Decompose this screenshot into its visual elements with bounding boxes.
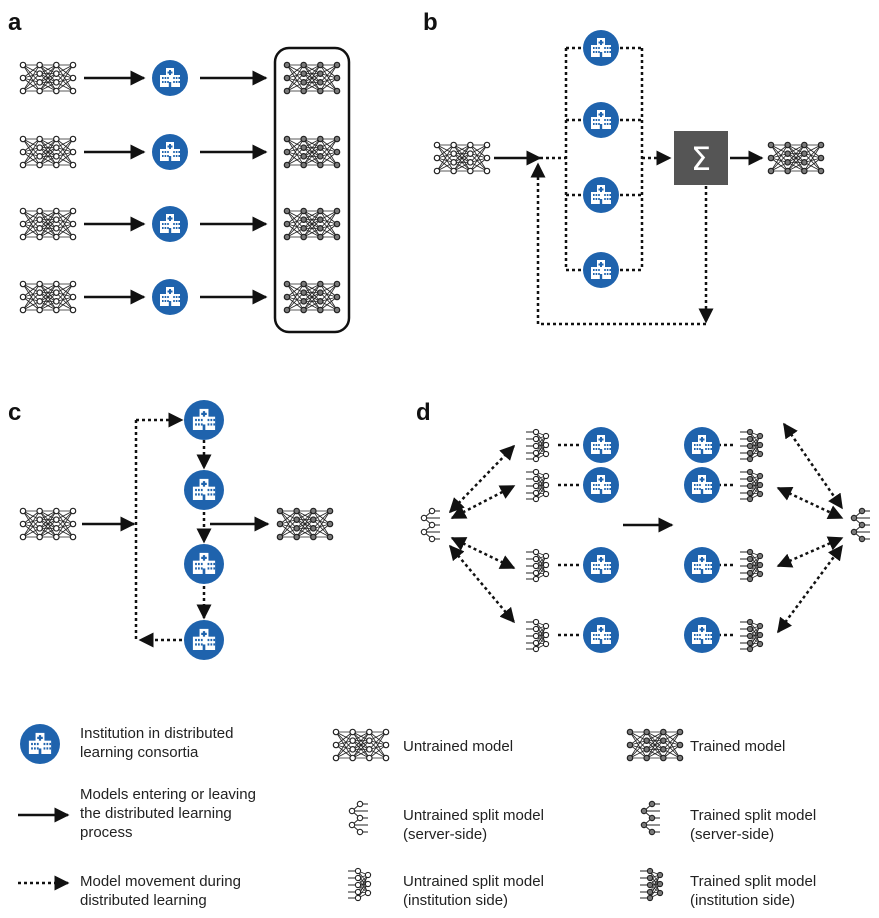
trained-split-institution-icon xyxy=(740,548,764,583)
untrained-model-icon xyxy=(19,507,77,541)
sum-symbol: Σ xyxy=(691,140,711,178)
legend-trained-split-institution-icon xyxy=(640,867,664,902)
hospital-icon xyxy=(684,617,720,653)
untrained-split-institution-icon xyxy=(526,618,550,653)
legend-text-line: Trained split model xyxy=(690,873,817,890)
legend-untrained-model-icon xyxy=(332,728,390,762)
trained-split-institution-icon xyxy=(740,428,764,463)
icons-layer xyxy=(19,30,870,902)
legend-text-line: the distributed learning xyxy=(80,805,232,822)
hospital-icon xyxy=(583,547,619,583)
trained-model-icon xyxy=(283,61,341,95)
untrained-split-institution-icon xyxy=(526,428,550,463)
dotted-arrow xyxy=(776,536,844,568)
hospital-icon xyxy=(684,427,720,463)
untrained-split-server-icon xyxy=(420,507,440,543)
legend-trained-split-inst-label: Trained split model (institution side) xyxy=(690,872,816,910)
legend-text-line: distributed learning xyxy=(80,892,207,909)
legend-text-line: process xyxy=(80,824,133,841)
panel-label-b: b xyxy=(423,9,438,36)
legend-text-line: learning consortia xyxy=(80,744,199,761)
hospital-icon xyxy=(184,544,224,584)
panel-label-a: a xyxy=(8,9,22,36)
legend-untrained-split-server-label: Untrained split model (server-side) xyxy=(403,806,544,844)
hospital-icon xyxy=(152,60,188,96)
legend-text-line: Untrained split model xyxy=(403,873,544,890)
hospital-icon xyxy=(583,427,619,463)
legend-dotted-arrow-label: Model movement during distributed learni… xyxy=(80,872,241,910)
legend-text-line: Untrained split model xyxy=(403,807,544,824)
trained-model-icon xyxy=(283,280,341,314)
trained-model-icon xyxy=(283,207,341,241)
hospital-icon xyxy=(583,467,619,503)
legend-graphics xyxy=(18,807,70,891)
dotted-arrow xyxy=(776,544,844,634)
trained-split-institution-icon xyxy=(740,468,764,503)
untrained-model-icon xyxy=(19,280,77,314)
legend-text-line: (institution side) xyxy=(403,892,509,909)
untrained-model-icon xyxy=(19,61,77,95)
panel-a xyxy=(84,46,351,334)
dotted-arrow xyxy=(782,422,844,510)
legend-trained-model-label: Trained model xyxy=(690,738,786,755)
hospital-icon xyxy=(583,177,619,213)
legend-trained-split-server-label: Trained split model (server-side) xyxy=(690,806,816,844)
untrained-model-icon xyxy=(433,141,491,175)
panel-label-d: d xyxy=(416,399,431,426)
dotted-arrow xyxy=(776,486,844,520)
trained-model-icon xyxy=(283,135,341,169)
trained-split-server-icon xyxy=(850,507,870,543)
legend-text-line: Institution in distributed xyxy=(80,725,234,742)
hospital-icon xyxy=(152,206,188,242)
untrained-split-institution-icon xyxy=(526,548,550,583)
legend-untrained-split-institution-icon xyxy=(348,867,372,902)
hospital-icon xyxy=(583,617,619,653)
sum-box xyxy=(674,131,728,185)
legend-text-line: Model movement during xyxy=(80,873,241,890)
dotted-arrow xyxy=(449,544,515,624)
legend-untrained-split-server-icon xyxy=(348,800,368,836)
untrained-model-icon xyxy=(19,207,77,241)
hospital-icon xyxy=(583,30,619,66)
dotted-arrow xyxy=(448,444,516,514)
trained-model-icon xyxy=(276,507,334,541)
hospital-icon xyxy=(583,102,619,138)
legend-untrained-model-label: Untrained model xyxy=(403,738,514,755)
legend-text-line: Models entering or leaving xyxy=(80,786,256,803)
legend-solid-arrow-label: Models entering or leaving the distribut… xyxy=(80,785,256,842)
untrained-model-icon xyxy=(19,135,77,169)
panel-d xyxy=(448,422,844,637)
untrained-split-institution-icon xyxy=(526,468,550,503)
legend-hospital-icon xyxy=(20,724,60,764)
legend-trained-model-icon xyxy=(626,728,684,762)
legend-text-line: (server-side) xyxy=(690,826,775,843)
panel-b: Σ xyxy=(494,46,764,326)
trained-model-icon xyxy=(767,141,825,175)
hospital-icon xyxy=(184,470,224,510)
hospital-icon xyxy=(184,620,224,660)
dotted-arrow xyxy=(450,536,516,570)
legend-trained-split-server-icon xyxy=(640,800,660,836)
hospital-icon xyxy=(152,134,188,170)
legend-untrained-split-inst-label: Untrained split model (institution side) xyxy=(403,872,544,910)
hospital-icon xyxy=(684,467,720,503)
legend-text-line: (server-side) xyxy=(403,826,488,843)
hospital-icon xyxy=(583,252,619,288)
legend-text-line: (institution side) xyxy=(690,892,796,909)
hospital-icon xyxy=(184,400,224,440)
trained-models-group-box xyxy=(273,46,351,334)
panel-c xyxy=(82,412,270,648)
panel-label-c: c xyxy=(8,399,21,426)
trained-split-institution-icon xyxy=(740,618,764,653)
legend-institution-label: Institution in distributed learning cons… xyxy=(80,724,233,762)
hospital-icon xyxy=(152,279,188,315)
legend-text-line: Trained split model xyxy=(690,807,817,824)
hospital-icon xyxy=(684,547,720,583)
dotted-arrow xyxy=(450,484,516,520)
